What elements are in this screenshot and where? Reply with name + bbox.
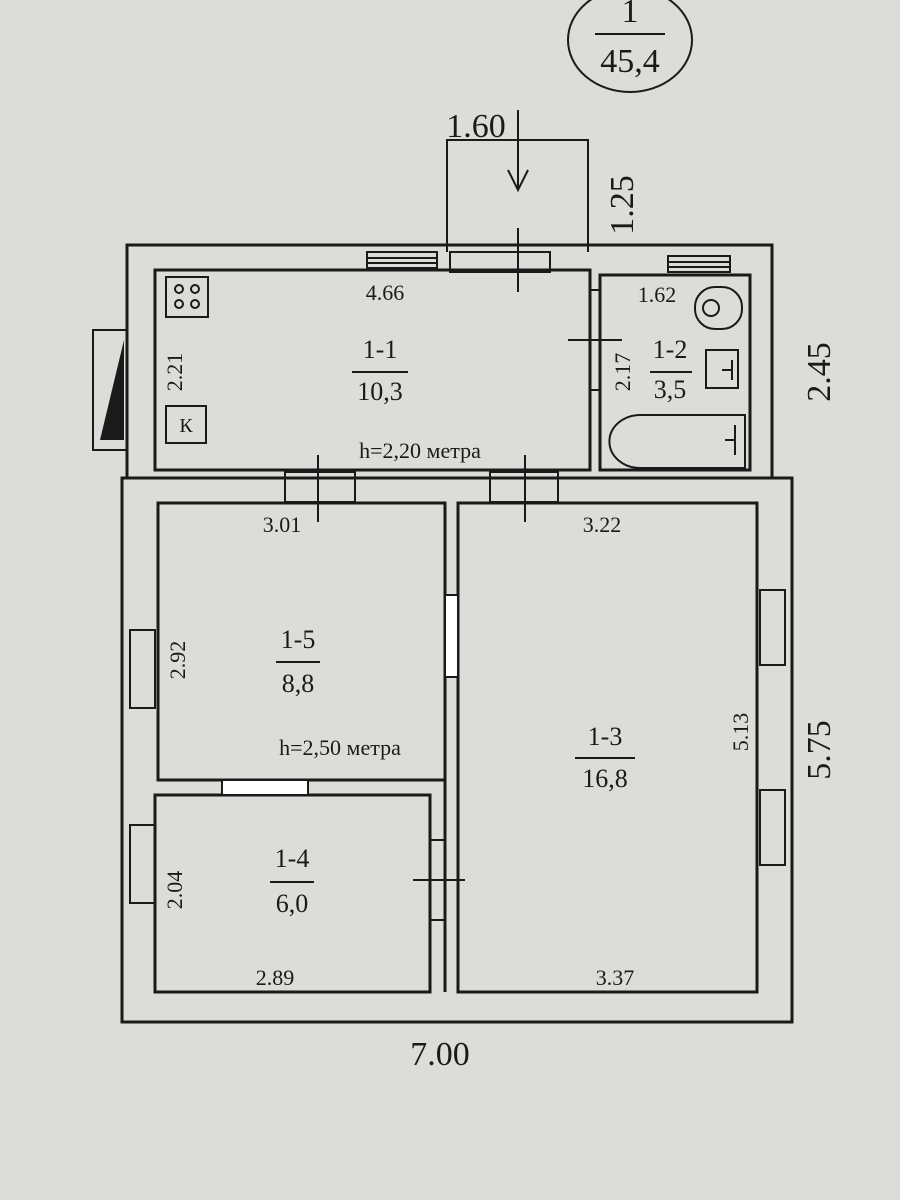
porch-depth: 1.25 <box>604 175 641 235</box>
room-1-1: 1-1 10,3 4.66 2.21 h=2,20 метра <box>162 280 481 463</box>
svg-text:6,0: 6,0 <box>276 889 309 918</box>
kitchen-wing-depth: 2.45 <box>801 342 838 402</box>
overall-width: 7.00 <box>410 1036 470 1073</box>
bathtub-icon <box>608 414 746 469</box>
boiler-label: К <box>179 415 193 437</box>
room-1-5: 1-5 8,8 3.01 2.92 h=2,50 метра <box>165 512 401 760</box>
svg-text:2.92: 2.92 <box>165 641 190 680</box>
svg-text:5.13: 5.13 <box>728 713 753 752</box>
sink-icon <box>705 349 739 389</box>
boiler-icon: К <box>165 405 207 444</box>
overall-depth: 5.75 <box>801 720 838 780</box>
badge-total-area: 45,4 <box>600 43 660 80</box>
svg-text:2.04: 2.04 <box>162 871 187 910</box>
svg-text:1-3: 1-3 <box>588 722 623 751</box>
svg-text:16,8: 16,8 <box>582 764 628 793</box>
room-1-3: 1-3 16,8 3.22 5.13 3.37 <box>575 512 753 990</box>
porch-width: 1.60 <box>446 108 506 145</box>
badge-number: 1 <box>622 0 639 30</box>
svg-text:3.37: 3.37 <box>596 965 635 990</box>
porch: 1.60 1.25 <box>446 108 641 252</box>
svg-text:1-5: 1-5 <box>281 625 316 654</box>
svg-text:2.21: 2.21 <box>162 353 187 392</box>
svg-text:1-2: 1-2 <box>653 335 688 364</box>
toilet-icon <box>694 286 743 330</box>
svg-text:8,8: 8,8 <box>282 669 315 698</box>
svg-text:2.17: 2.17 <box>610 353 635 392</box>
stove-icon <box>165 276 209 318</box>
total-area-badge: 1 45,4 <box>567 0 693 93</box>
svg-text:1-1: 1-1 <box>363 335 398 364</box>
svg-text:2.89: 2.89 <box>256 965 295 990</box>
room-1-2: 1-2 3,5 1.62 2.17 <box>610 282 692 404</box>
svg-text:3,5: 3,5 <box>654 375 687 404</box>
svg-text:1.62: 1.62 <box>638 282 677 307</box>
svg-text:3.01: 3.01 <box>263 512 302 537</box>
doors <box>221 228 622 921</box>
windows <box>92 251 786 904</box>
svg-text:h=2,50 метра: h=2,50 метра <box>279 735 401 760</box>
svg-text:4.66: 4.66 <box>366 280 405 305</box>
svg-text:3.22: 3.22 <box>583 512 622 537</box>
svg-text:1-4: 1-4 <box>275 844 310 873</box>
svg-text:h=2,20 метра: h=2,20 метра <box>359 438 481 463</box>
svg-text:10,3: 10,3 <box>357 377 403 406</box>
room-1-4: 1-4 6,0 2.04 2.89 <box>162 844 314 990</box>
